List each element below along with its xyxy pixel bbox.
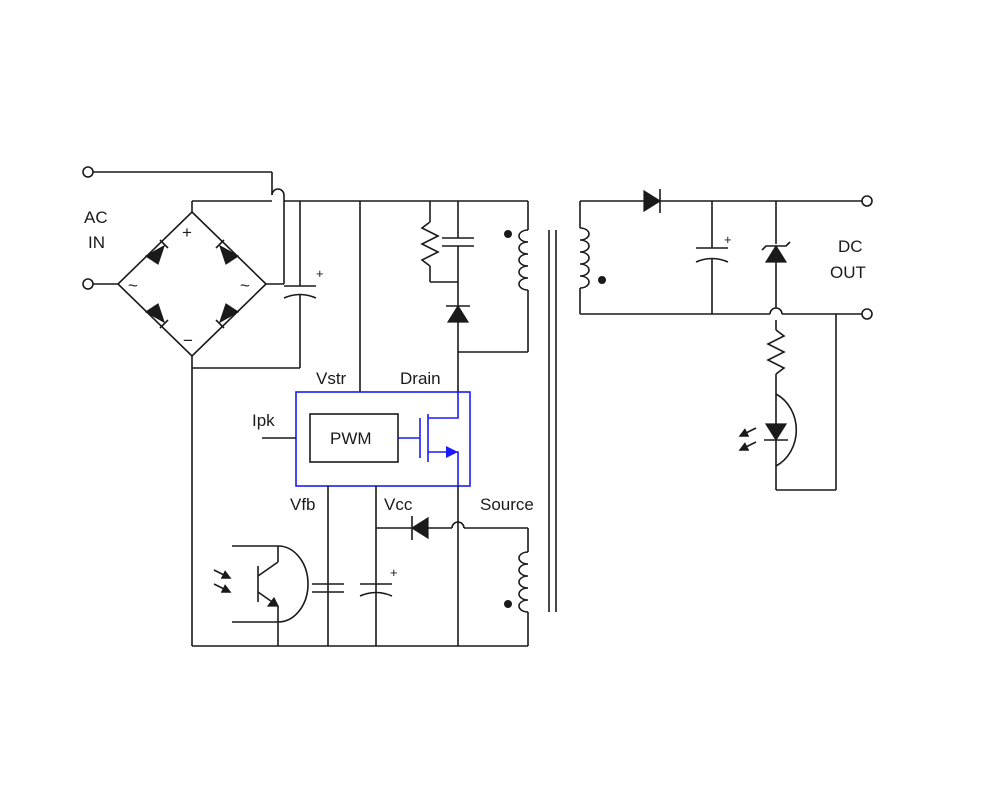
transformer-primary <box>504 201 529 352</box>
aux-dot <box>504 600 512 608</box>
mosfet-arrow <box>446 446 458 458</box>
vcc-capacitor: + <box>359 565 398 597</box>
dc-out-label-1: DC <box>838 237 863 256</box>
bridge-plus-label: + <box>182 223 192 242</box>
bridge-diode-top-left <box>144 239 169 265</box>
ic-package <box>295 391 471 487</box>
bridge-ac-left-label: ~ <box>128 276 138 295</box>
transformer-auxiliary <box>504 528 529 646</box>
vstr-label: Vstr <box>316 369 347 388</box>
bridge-diode-top-right <box>215 239 240 265</box>
vcc-cap-plus: + <box>390 565 398 580</box>
rcd-snubber <box>420 201 528 392</box>
optocoupler-led <box>738 314 837 491</box>
output-capacitor: + <box>695 201 732 314</box>
led-series-resistor <box>766 329 786 394</box>
snubber-resistor <box>420 221 440 267</box>
dc-out-terminal-bottom[interactable] <box>861 308 873 320</box>
bridge-diode-bottom-right <box>215 303 240 329</box>
vcc-rectifier-diode <box>376 516 528 540</box>
ac-input: AC IN <box>82 166 285 290</box>
opto-light-arrow-1 <box>213 569 232 579</box>
led-light-arrow-1 <box>738 427 757 437</box>
bridge-minus-label: − <box>183 331 193 350</box>
ac-terminal-bottom[interactable] <box>82 278 94 290</box>
bridge-rectifier: + − ~ ~ <box>116 210 268 358</box>
zener-hop <box>769 307 783 315</box>
output-rectifier-diode <box>580 189 862 213</box>
pwm-label: PWM <box>330 429 372 448</box>
transformer-secondary <box>579 201 606 314</box>
vcc-label: Vcc <box>384 495 413 514</box>
secondary-dot <box>598 276 606 284</box>
led-light-arrow-2 <box>738 441 757 451</box>
drain-label: Drain <box>400 369 441 388</box>
source-label: Source <box>480 495 534 514</box>
output-cap-plus: + <box>724 232 732 247</box>
bridge-ac-right-label: ~ <box>240 276 250 295</box>
vfb-label: Vfb <box>290 495 316 514</box>
opto-envelope <box>277 545 309 623</box>
opto-emitter-arrow <box>266 596 279 607</box>
ac-in-label-1: AC <box>84 208 108 227</box>
mosfet-source <box>428 451 459 486</box>
optocoupler-transistor <box>213 545 309 646</box>
primary-dot <box>504 230 512 238</box>
ac-in-label-2: IN <box>88 233 105 252</box>
ac-terminal-top[interactable] <box>82 166 94 178</box>
mosfet-drain <box>428 392 459 419</box>
dc-out-terminal-top[interactable] <box>861 195 873 207</box>
dc-out-label-2: OUT <box>830 263 866 282</box>
bulk-cap-plus: + <box>316 266 324 281</box>
snubber-diode <box>446 304 470 323</box>
opto-led-envelope <box>775 393 798 467</box>
wire-crossover-hop <box>271 188 285 196</box>
opto-light-arrow-2 <box>213 583 232 593</box>
zener-diode <box>761 201 791 330</box>
vfb-capacitor <box>312 583 344 593</box>
ipk-label: Ipk <box>252 411 275 430</box>
bridge-diode-bottom-left <box>144 303 169 329</box>
bulk-capacitor: + <box>192 201 324 369</box>
controller-ic: PWM <box>295 391 471 487</box>
